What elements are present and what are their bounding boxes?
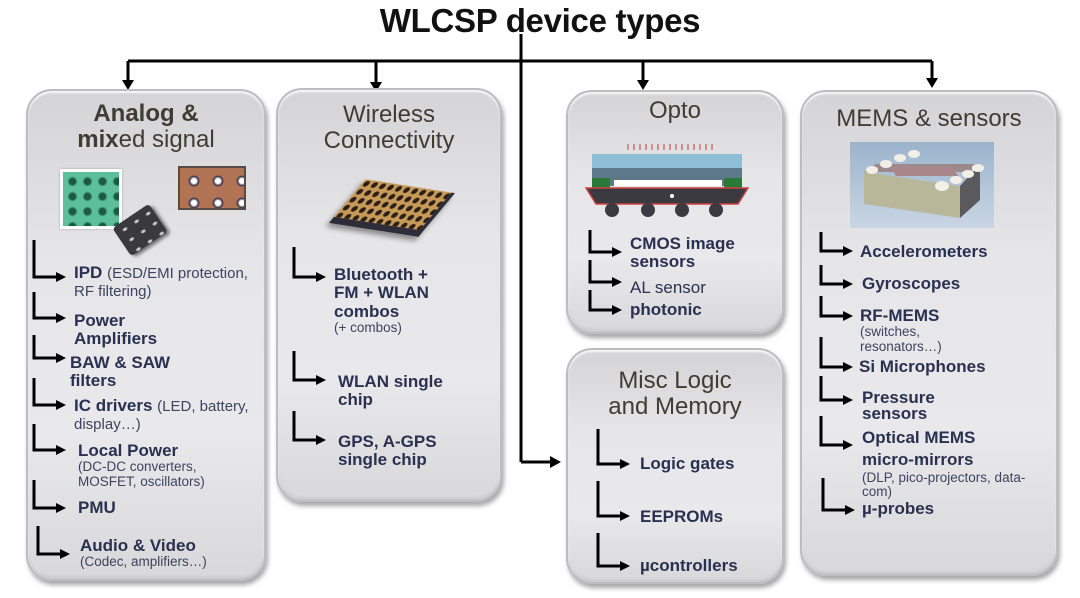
title-line-1: Wireless: [342, 101, 435, 128]
item-main: Local Power: [78, 441, 179, 460]
item-main: IC drivers: [74, 396, 153, 415]
mems-package-image: [850, 142, 994, 228]
copper-chip-image: [178, 166, 246, 210]
box-analog-mixed-signal: Analog & mixed signal: [26, 89, 266, 581]
item-detail: (DLP, pico-projectors, data-com): [862, 470, 1026, 500]
arrowhead-mems: [926, 78, 938, 88]
box-title-wireless: Wireless Connectivity: [278, 102, 500, 154]
item-logic-gates: Logic gates: [640, 454, 735, 473]
arrowhead-misc: [550, 456, 561, 468]
item-main: Bluetooth + FM + WLAN combos: [334, 265, 429, 321]
green-chip-image: [60, 169, 122, 229]
item-detail: (LED, battery, display…): [74, 398, 249, 434]
item-detail: (switches, resonators…): [860, 324, 942, 354]
item-bluetooth-fm-wlan: Bluetooth + FM + WLAN combos (+ combos): [334, 265, 454, 336]
item-ic-drivers: IC drivers (LED, battery, display…): [74, 396, 254, 434]
item-main: IPD: [74, 263, 103, 282]
item-si-microphones: Si Microphones: [859, 357, 986, 376]
item-power-amplifiers: Power Amplifiers: [74, 311, 158, 349]
box-title-analog: Analog & mixed signal: [28, 101, 264, 153]
item-u-probes: µ-probes: [862, 499, 935, 518]
item-detail: (Codec, amplifiers…): [80, 554, 207, 570]
title-line-2-bold: mix: [77, 125, 119, 153]
mems-package-drawing: [864, 150, 984, 218]
box-title-mems: MEMS & sensors: [836, 105, 1022, 132]
item-photonic: photonic: [630, 300, 702, 319]
title-line-1: Analog &: [93, 100, 199, 127]
title-line-2: Connectivity: [323, 126, 455, 154]
box-title-opto: Opto: [648, 97, 702, 124]
arrowhead-opto: [637, 80, 649, 90]
box-opto: Opto: [566, 90, 784, 334]
bga-chip-image: [329, 179, 455, 237]
item-pmu: PMU: [78, 498, 116, 517]
item-main: Audio & Video: [80, 536, 196, 555]
diagram-title: WLCSP device types: [379, 2, 701, 39]
item-detail: (ESD/EMI protection, RF filtering): [74, 265, 248, 301]
item-baw-saw-filters: BAW & SAW filters: [70, 353, 171, 391]
item-ipd: IPD (ESD/EMI protection, RF filtering): [74, 263, 264, 301]
item-gyroscopes: Gyroscopes: [862, 274, 961, 293]
cmos-sensor-cross-section-image: [584, 144, 750, 217]
item-detail: (DC-DC converters, MOSFET, oscillators): [78, 459, 205, 489]
item-pressure-sensors: Pressure sensors: [862, 388, 935, 424]
item-audio-video: Audio & Video (Codec, amplifiers…): [80, 536, 260, 570]
box-title-misc: Misc Logic and Memory: [568, 368, 782, 420]
item-al-sensor: AL sensor: [630, 278, 706, 297]
item-wlan-single-chip: WLAN single chip: [338, 372, 443, 410]
item-eeproms: EEPROMs: [640, 507, 724, 526]
item-main: Optical MEMS micro-mirrors: [862, 428, 976, 470]
item-gps-single-chip: GPS, A-GPS single chip: [338, 432, 437, 470]
item-rf-mems: RF-MEMS (switches, resonators…): [860, 306, 970, 355]
item-cmos-image-sensors: CMOS image sensors: [630, 234, 735, 272]
title-line-1: Misc Logic: [618, 367, 732, 394]
item-main: RF-MEMS: [860, 306, 940, 325]
title-line-2: and Memory: [608, 392, 742, 420]
item-detail: (+ combos): [334, 320, 402, 336]
item-ucontrollers: µcontrollers: [640, 556, 738, 575]
item-optical-mems: Optical MEMS micro-mirrors (DLP, pico-pr…: [862, 427, 1032, 500]
item-accelerometers: Accelerometers: [860, 242, 988, 261]
item-main: AL sensor: [630, 278, 706, 297]
title-line-2-rest: ed signal: [118, 125, 215, 153]
item-local-power: Local Power (DC-DC converters, MOSFET, o…: [78, 441, 258, 490]
